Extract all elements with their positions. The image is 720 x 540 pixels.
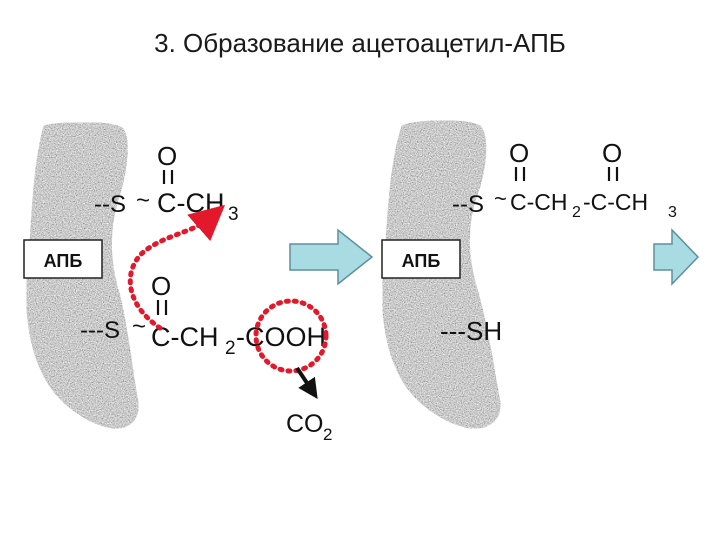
left-lower-oxygen: O [151,271,171,301]
right-upper-tilde: ~ [494,186,507,211]
right-lower-thiol: ---SH [440,316,502,346]
transfer-arrow-icon [127,204,226,331]
right-upper-subscript-b: 3 [668,204,677,221]
right-apb-label: АПБ [402,251,441,271]
left-upper-group: C-CH [157,188,225,218]
right-upper-oxygen-1: O [509,138,529,168]
release-arrow-icon [295,366,318,399]
right-upper-group-a: C-CH [510,189,568,215]
left-apb-label-box [23,239,103,279]
left-upper-tilde: ~ [136,187,150,214]
left-lower-tilde: ~ [132,313,146,340]
right-upper-group-b: -C-CH [583,189,648,215]
left-apb-label: АПБ [44,251,83,271]
released-co2: CO [286,410,324,438]
right-upper-subscript-a: 2 [572,204,581,221]
right-apb-label-box [381,239,461,279]
step-arrow-icon-right [653,228,700,286]
left-upper-subscript: 3 [228,204,239,225]
cooh-highlight-circle [253,298,329,374]
left-lower-subscript: 2 [225,338,236,359]
page-title: 3. Образование ацетоацетил-АПБ [154,28,566,58]
right-upper-thio: --S [452,191,484,218]
right-upper-oxygen-2: O [602,138,622,168]
step-arrow-icon-middle [289,228,374,286]
left-upper-thio: --S [94,191,126,218]
left-lower-thio: ---S [80,317,120,344]
left-upper-oxygen: O [157,141,177,171]
released-co2-subscript: 2 [323,425,332,444]
left-lower-group-b: -COOH [236,322,326,352]
